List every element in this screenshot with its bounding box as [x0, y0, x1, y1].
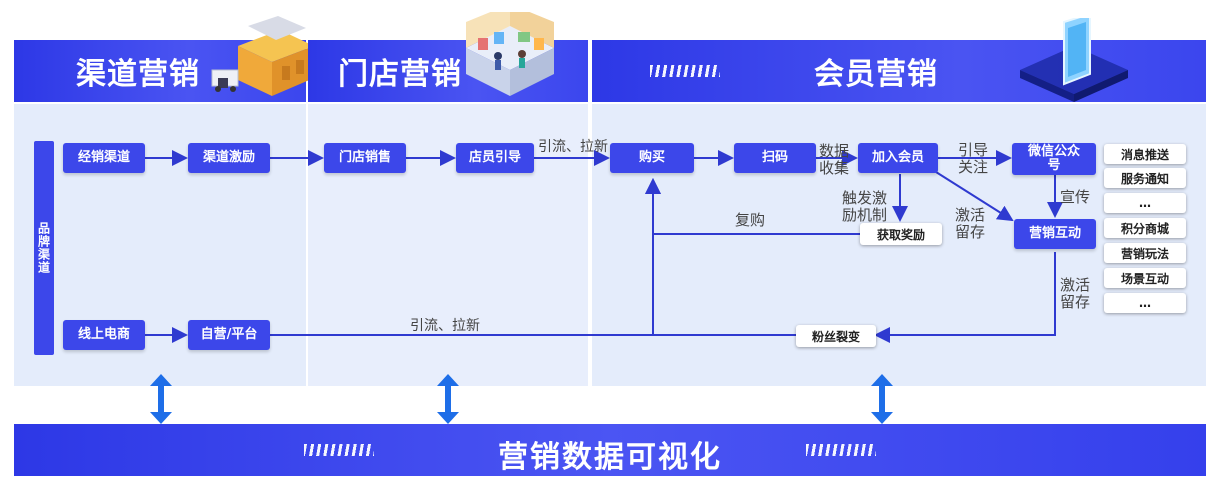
node-self-platform: 自营/平台 — [188, 320, 270, 350]
brand-channel-bar: 品牌渠道 — [34, 141, 54, 355]
side-item-points-mall: 积分商城 — [1104, 218, 1186, 238]
bottom-title: 营销数据可视化 — [498, 440, 722, 475]
store-illustration — [466, 12, 554, 96]
stripe-decoration — [806, 444, 876, 456]
label-guide-follow: 引导关注 — [958, 141, 989, 176]
side-item-scene-interaction: 场景互动 — [1104, 268, 1186, 288]
node-fan-fission: 粉丝裂变 — [796, 325, 876, 347]
label-activate-retain: 激活留存 — [955, 206, 986, 241]
stripe-decoration — [304, 444, 374, 456]
side-item-message-push: 消息推送 — [1104, 144, 1186, 164]
phone-illustration — [1020, 18, 1128, 102]
header-member-marketing: 会员营销 — [592, 18, 1206, 102]
side-item-service-notice: 服务通知 — [1104, 168, 1186, 188]
header-title: 门店营销 — [338, 57, 462, 92]
arrow-interaction-to-fission — [874, 252, 1056, 343]
node-scan: 扫码 — [734, 143, 816, 173]
label-repurchase: 复购 — [735, 211, 766, 229]
warehouse-illustration — [211, 16, 314, 96]
bidirectional-arrows — [150, 374, 893, 424]
header-channel-marketing: 渠道营销 — [14, 16, 314, 102]
data-visualization-band: 营销数据可视化 — [14, 424, 1206, 476]
arrow-self-to-purchase — [270, 178, 661, 336]
node-wechat-official: 微信公众号 — [1012, 143, 1096, 175]
arrow-join-to-interaction — [935, 171, 1014, 222]
label-traffic-acquisition: 引流、拉新 — [538, 139, 608, 155]
side-item-marketing-play: 营销玩法 — [1104, 243, 1186, 263]
node-marketing-interaction: 营销互动 — [1014, 219, 1096, 249]
stripe-decoration — [650, 65, 720, 77]
label-data-collection: 数据收集 — [819, 142, 850, 177]
node-store-sales: 门店销售 — [324, 143, 406, 173]
label-promote: 宣传 — [1060, 188, 1091, 206]
side-item-ellipsis: … — [1104, 193, 1186, 213]
node-get-reward: 获取奖励 — [860, 223, 942, 245]
header-store-marketing: 门店营销 — [308, 12, 588, 102]
label-activate-retain: 激活留存 — [1060, 276, 1091, 311]
node-clerk-guide: 店员引导 — [456, 143, 534, 173]
header-title: 会员营销 — [814, 57, 938, 92]
side-item-ellipsis: … — [1104, 293, 1186, 313]
node-purchase: 购买 — [610, 143, 694, 173]
node-channel-incentive: 渠道激励 — [188, 143, 270, 173]
node-join-member: 加入会员 — [858, 143, 938, 173]
node-distribution-channel: 经销渠道 — [63, 143, 145, 173]
label-traffic-acquisition: 引流、拉新 — [410, 318, 480, 334]
header-title: 渠道营销 — [76, 57, 200, 92]
label-trigger-incentive: 触发激励机制 — [842, 189, 888, 224]
node-online-ecommerce: 线上电商 — [63, 320, 145, 350]
